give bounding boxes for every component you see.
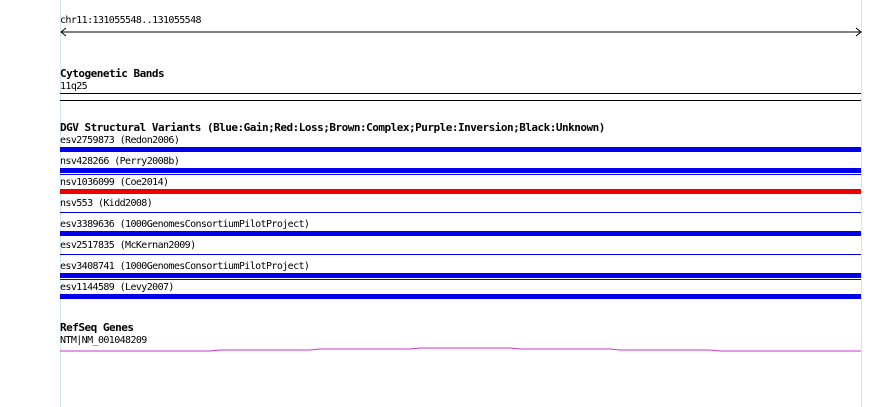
dgv-row-divider [60, 279, 861, 280]
dgv-variant-label: nsv553 (Kidd2008) [60, 198, 153, 209]
dgv-variant-bar[interactable] [60, 212, 861, 213]
refseq-gene-intron-line[interactable] [60, 340, 862, 360]
refseq-track-title: RefSeq Genes [60, 321, 134, 334]
dgv-variant-bar[interactable] [60, 231, 861, 236]
cytoband-track-title: Cytogenetic Bands [60, 67, 165, 80]
cytoband-band-line[interactable] [60, 93, 861, 94]
dgv-variant-bar[interactable] [60, 294, 861, 299]
ruler-span-arrow [60, 27, 862, 37]
dgv-variant-label: nsv428266 (Perry2008b) [60, 156, 180, 167]
dgv-variant-label: esv1144589 (Levy2007) [60, 282, 174, 293]
cytoband-label: 11q25 [60, 81, 88, 92]
dgv-row-divider [60, 174, 861, 175]
dgv-variant-bar[interactable] [60, 147, 861, 152]
dgv-variant-bar[interactable] [60, 189, 861, 194]
cytoband-band-bottom-line [60, 100, 861, 101]
ruler-location-label: chr11:131055548..131055548 [60, 15, 202, 26]
refseq-gene-label: NTM|NM_001048209 [60, 335, 147, 346]
dgv-variant-bar[interactable] [60, 273, 861, 278]
right-guide-line [861, 0, 862, 407]
dgv-variant-label: esv3408741 (1000GenomesConsortiumPilotPr… [60, 261, 310, 272]
dgv-variant-label: esv2759873 (Redon2006) [60, 135, 180, 146]
dgv-variant-label: nsv1036099 (Coe2014) [60, 177, 169, 188]
dgv-variant-label: esv2517835 (McKernan2009) [60, 240, 196, 251]
dgv-variant-bar[interactable] [60, 254, 861, 255]
dgv-variant-label: esv3389636 (1000GenomesConsortiumPilotPr… [60, 219, 310, 230]
left-guide-line [60, 0, 61, 407]
dgv-variant-bar[interactable] [60, 168, 861, 173]
dgv-track-title: DGV Structural Variants (Blue:Gain;Red:L… [60, 121, 605, 134]
